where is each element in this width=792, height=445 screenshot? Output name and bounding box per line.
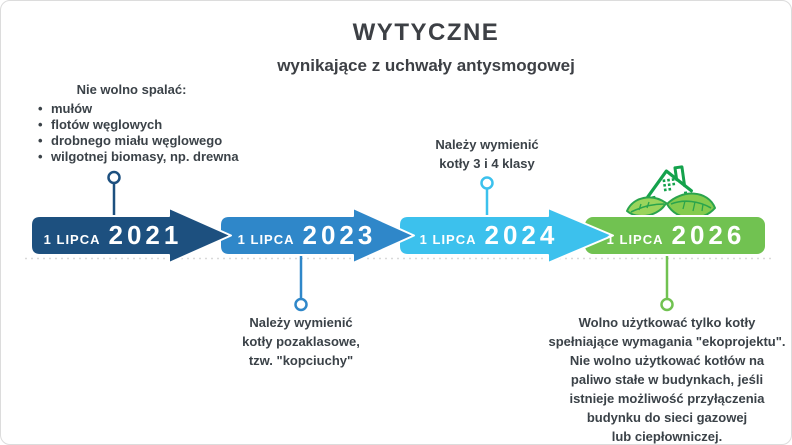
note-2026: Wolno użytkować tylko kotły spełniające … bbox=[541, 313, 791, 444]
milestone-year: 2026 bbox=[671, 220, 746, 250]
milestone-label-2026: 1 LIPCA 2026 bbox=[586, 216, 766, 255]
note-burn-ban-list: mułów flotów węglowych drobnego miału wę… bbox=[29, 101, 239, 165]
milestone-year: 2021 bbox=[108, 220, 183, 250]
milestone-label-2024: 1 LIPCA 2024 bbox=[399, 216, 579, 255]
list-item: mułów bbox=[29, 101, 234, 117]
note-line: Należy wymienić bbox=[249, 315, 353, 330]
note-line: budynku do sieci gazowej bbox=[586, 410, 748, 425]
note-burn-ban-heading: Nie wolno spalać: bbox=[76, 82, 187, 97]
leaf-right bbox=[666, 192, 716, 220]
milestone-date-prefix: 1 LIPCA bbox=[43, 232, 101, 247]
milestone-label-2023: 1 LIPCA 2023 bbox=[217, 216, 397, 255]
milestone-date-prefix: 1 LIPCA bbox=[606, 232, 664, 247]
note-line: kotły pozaklasowe, bbox=[242, 334, 360, 349]
timeline-arrow-2023 bbox=[219, 207, 415, 264]
header: WYTYCZNE wynikające z uchwały antysmogow… bbox=[61, 19, 791, 76]
eco-house-icon bbox=[626, 165, 716, 220]
connector-2026 bbox=[660, 255, 674, 312]
milestone-label-2021: 1 LIPCA 2021 bbox=[23, 216, 203, 255]
note-line: paliwo stałe w budynkach, jeśli bbox=[570, 372, 764, 387]
note-line: tzw. "kopciuchy" bbox=[248, 353, 354, 368]
timeline-arrow-2024 bbox=[398, 207, 614, 264]
milestone-date-prefix: 1 LIPCA bbox=[237, 232, 295, 247]
note-line: kotły 3 i 4 klasy bbox=[439, 156, 535, 171]
note-2024: Należy wymienić kotły 3 i 4 klasy bbox=[387, 135, 587, 173]
note-line: Wolno użytkować tylko kotły bbox=[578, 315, 756, 330]
timeline-arrow-2021 bbox=[30, 207, 232, 264]
connector-2023 bbox=[294, 255, 308, 312]
milestone-year: 2024 bbox=[484, 220, 559, 250]
milestone-year: 2023 bbox=[302, 220, 377, 250]
milestone-date-prefix: 1 LIPCA bbox=[419, 232, 477, 247]
list-item: wilgotnej biomasy, np. drewna bbox=[29, 149, 239, 165]
note-line: Należy wymienić bbox=[435, 137, 539, 152]
page-subtitle: wynikające z uchwały antysmogowej bbox=[277, 56, 575, 75]
page-title: WYTYCZNE bbox=[352, 19, 500, 46]
list-item: flotów węglowych bbox=[29, 117, 234, 133]
note-2023: Należy wymienić kotły pozaklasowe, tzw. … bbox=[196, 313, 406, 370]
leaf-left bbox=[626, 196, 667, 218]
connector-2024 bbox=[480, 176, 494, 217]
note-burn-ban: Nie wolno spalać: mułów flotów węglowych… bbox=[29, 81, 239, 165]
connector-2021 bbox=[107, 170, 121, 217]
note-line: Nie wolno użytkować kotłów na bbox=[569, 353, 765, 368]
note-line: istnieje możliwość przyłączenia bbox=[569, 391, 765, 406]
note-line: lub ciepłowniczej. bbox=[611, 429, 723, 444]
list-item: drobnego miału węglowego bbox=[29, 133, 234, 149]
note-line: spełniające wymagania "ekoprojektu". bbox=[548, 334, 786, 349]
